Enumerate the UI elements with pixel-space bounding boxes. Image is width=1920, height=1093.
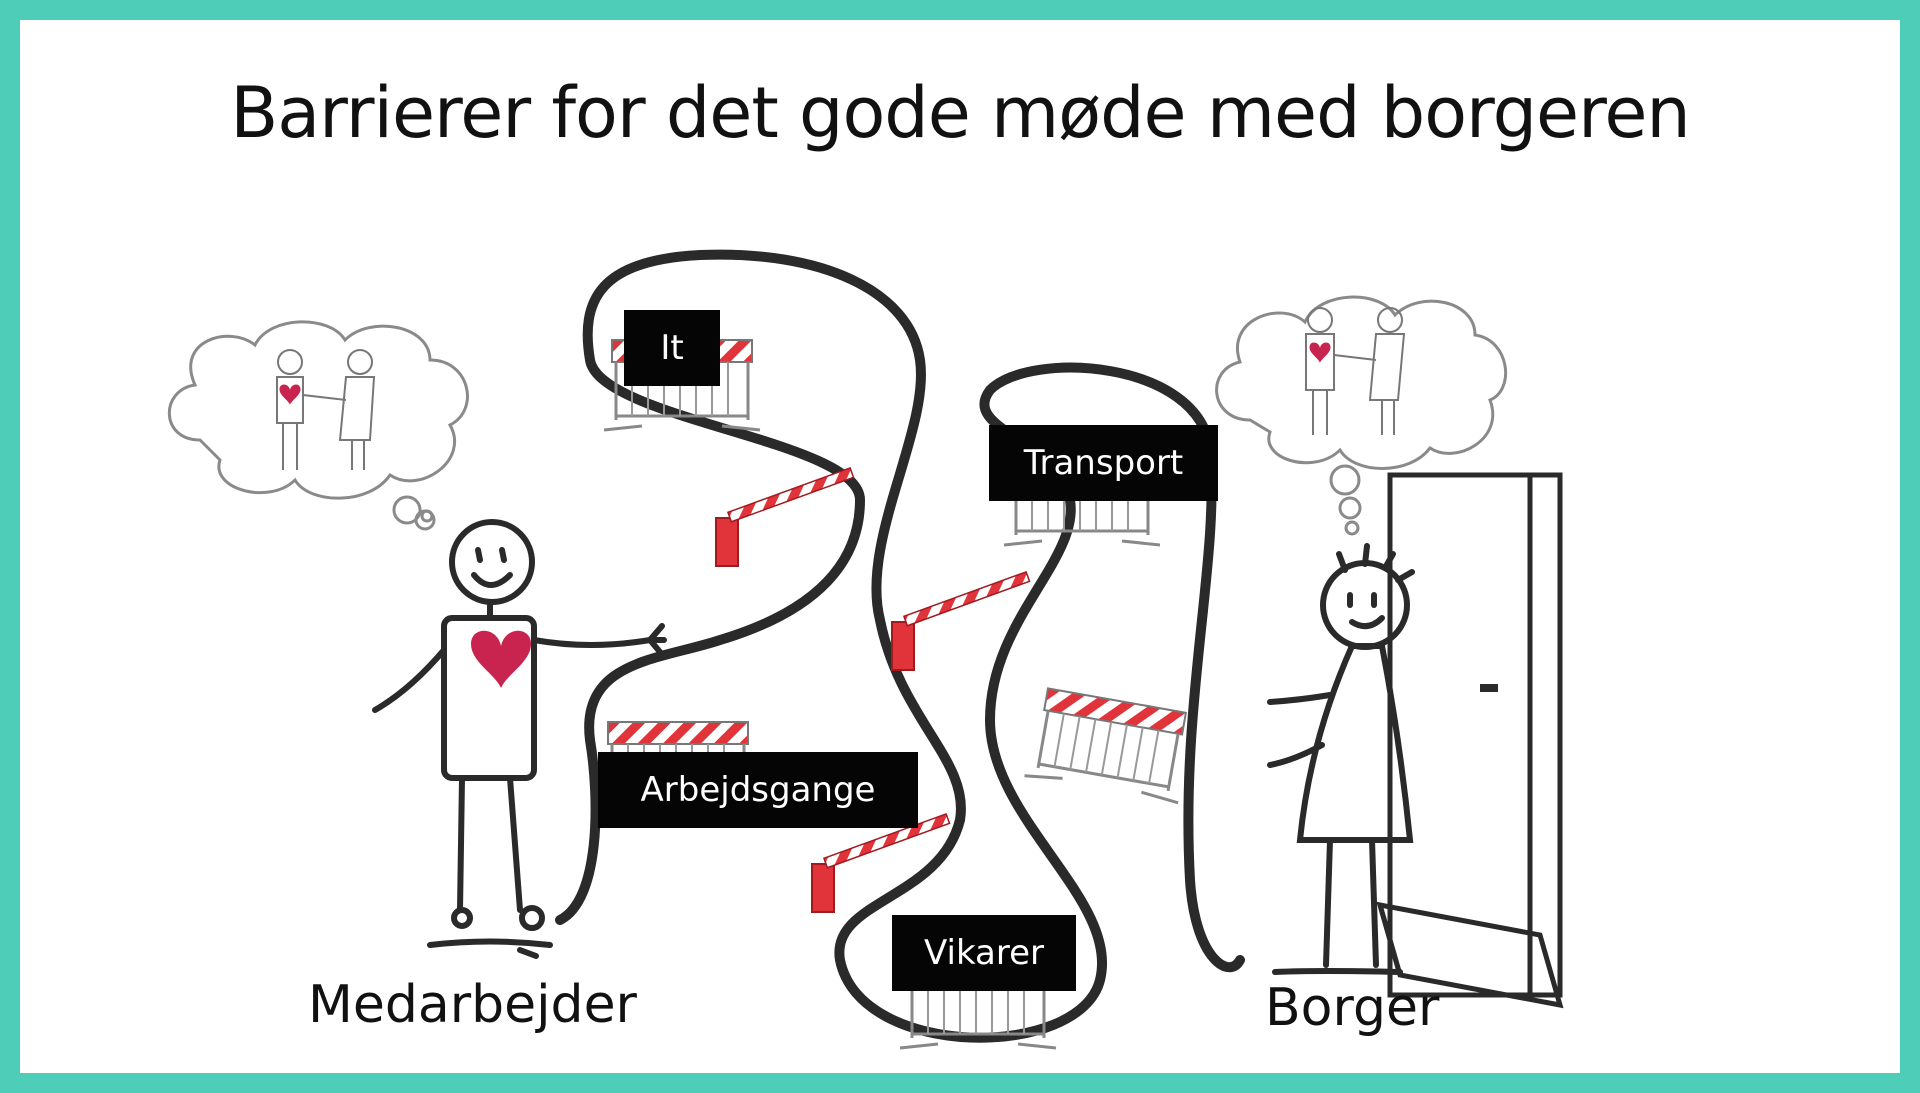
employee-figure [372, 519, 667, 959]
door-icon [1376, 472, 1564, 1009]
barrier-label-arbejdsgange: Arbejdsgange [598, 752, 918, 828]
barrier-label-vikarer: Vikarer [892, 915, 1076, 991]
handshake-sketch [276, 349, 376, 470]
citizen-label: Borger [1265, 978, 1440, 1038]
slide-frame [20, 20, 1900, 1073]
barrier-label-it: It [624, 310, 720, 386]
winding-road [555, 249, 1245, 1043]
thought-cloud-icon [1215, 295, 1507, 536]
employee-label: Medarbejder [308, 975, 637, 1035]
heart-icon [471, 630, 531, 688]
road-barrier-icon [1023, 685, 1196, 805]
slide-title: Barrierer for det gode møde med borgeren [230, 72, 1691, 154]
thought-cloud-icon [167, 320, 469, 531]
boom-gate-icon [715, 466, 855, 567]
boom-gate-icon [891, 570, 1031, 671]
handshake-sketch [1305, 307, 1406, 435]
barrier-label-transport: Transport [989, 425, 1218, 501]
